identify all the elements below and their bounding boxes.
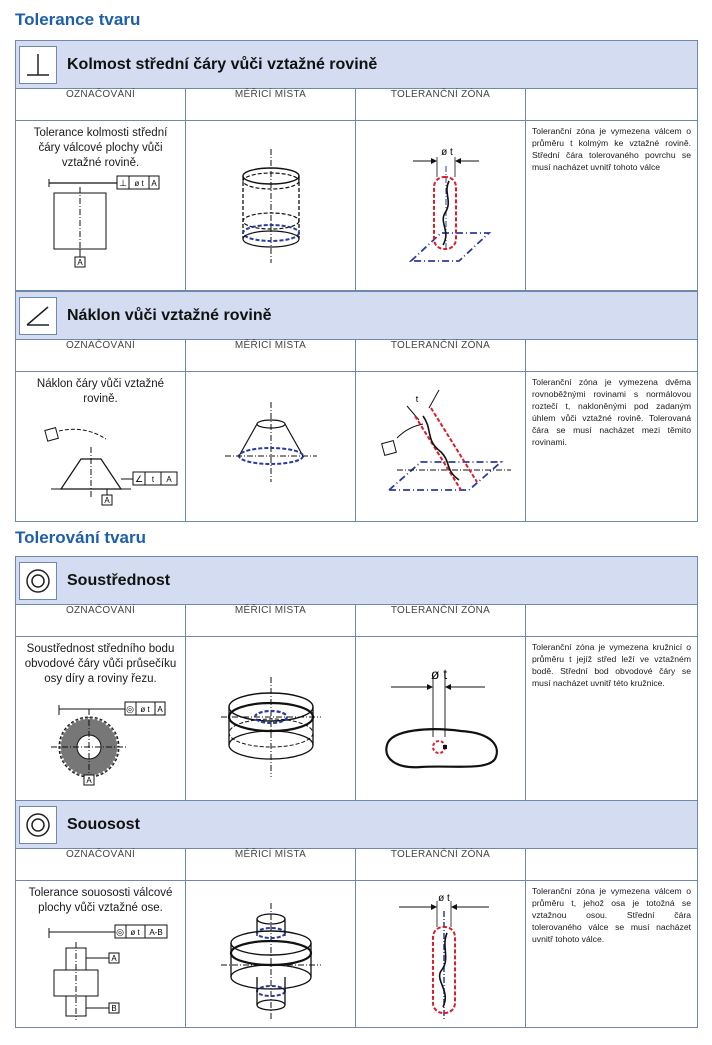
- tolerance-block-concentricity: Soustřednost OZNAČOVÁNÍ MĚŘICÍ MÍSTA TOL…: [15, 556, 698, 801]
- column-header-measuring-points: MĚŘICÍ MÍSTA: [185, 339, 356, 372]
- marking-diagram: ◎ ø t A-B A B: [48, 924, 167, 1020]
- column-header-tolerance-zone: TOLERANČNÍ ZÓNA: [355, 339, 526, 372]
- frame-datum: A: [157, 705, 163, 714]
- frame-value: t: [151, 475, 154, 484]
- column-header-measuring-points: MĚŘICÍ MÍSTA: [185, 88, 356, 121]
- block-title: Náklon vůči vztažné rovině: [67, 306, 272, 324]
- datum-label: A: [111, 954, 117, 963]
- marking-diagram: ∠ t A A: [43, 427, 177, 506]
- tolerance-zone-diagram: ø t: [384, 666, 498, 769]
- zone-description: Toleranční zóna je vymezena kružnicí o p…: [532, 642, 691, 688]
- tolerance-block-angularity: Náklon vůči vztažné rovině OZNAČOVÁNÍ MĚ…: [14, 291, 699, 522]
- frame-datum: A: [151, 179, 157, 188]
- perpendicularity-icon: [19, 45, 57, 84]
- frame-value: ø t: [140, 705, 150, 714]
- measuring-points-cone: [224, 402, 317, 482]
- angularity-icon: [19, 296, 57, 335]
- section-title: Tolerování tvaru: [15, 528, 146, 547]
- column-header-measuring-points: MĚŘICÍ MÍSTA: [185, 848, 356, 881]
- frame-value: ø t: [134, 179, 144, 188]
- column-header-marking: OZNAČOVÁNÍ: [15, 88, 186, 121]
- zone-label: t: [415, 394, 418, 404]
- zone-description: Toleranční zóna je vymezena válcem o prů…: [532, 886, 692, 944]
- tolerance-block-perpendicularity: Kolmost střední čáry vůči vztažné rovině…: [14, 40, 699, 291]
- frame-datum: A-B: [149, 928, 162, 937]
- column-header-tolerance-zone: TOLERANČNÍ ZÓNA: [355, 848, 526, 881]
- frame-datum: A: [166, 475, 172, 484]
- marking-caption: Soustřednost středního bodu obvodové čár…: [24, 643, 177, 685]
- zone-label: ø t: [441, 147, 453, 158]
- datum-label: A: [77, 258, 83, 267]
- tolerance-zone-diagram: t: [380, 389, 511, 491]
- block-title: Soustřednost: [67, 571, 171, 589]
- datum-label-b: B: [111, 1004, 116, 1013]
- column-header-tolerance-zone: TOLERANČNÍ ZÓNA: [355, 604, 526, 637]
- tolerance-zone-diagram: ø t: [398, 893, 489, 1021]
- marking-caption: Náklon čáry vůči vztažné rovině.: [36, 378, 165, 405]
- coaxiality-icon: [19, 805, 57, 844]
- marking-caption: Tolerance kolmosti střední čáry válcové …: [33, 127, 168, 169]
- frame-value: ø t: [130, 928, 140, 937]
- zone-description: Toleranční zóna je vymezena dvěma rovnob…: [532, 377, 692, 447]
- column-header-marking: OZNAČOVÁNÍ: [15, 604, 186, 637]
- frame-symbol: ◎: [126, 704, 134, 714]
- column-header-tolerance-zone: TOLERANČNÍ ZÓNA: [355, 88, 526, 121]
- tolerance-block-coaxiality: Souosost OZNAČOVÁNÍ MĚŘICÍ MÍSTA TOLERAN…: [14, 800, 699, 1028]
- column-header-marking: OZNAČOVÁNÍ: [15, 339, 186, 372]
- datum-label: A: [86, 776, 92, 785]
- zone-label: ø t: [438, 893, 450, 904]
- section-title: Tolerance tvaru: [15, 10, 141, 29]
- column-header-marking: OZNAČOVÁNÍ: [15, 848, 186, 881]
- datum-label: A: [104, 496, 110, 505]
- block-title: Kolmost střední čáry vůči vztažné rovině: [67, 55, 378, 73]
- marking-diagram: ◎ ø t A A: [50, 701, 165, 786]
- column-header-measuring-points: MĚŘICÍ MÍSTA: [185, 604, 356, 637]
- marking-caption: Tolerance souososti válcové plochy vůči …: [28, 887, 173, 914]
- measuring-points-ring: [220, 677, 321, 777]
- zone-label: ø t: [430, 666, 446, 682]
- measuring-points-shaft: [220, 903, 321, 1021]
- measuring-points-cylinder: [241, 149, 300, 263]
- tolerance-zone-diagram: ø t: [408, 147, 491, 262]
- block-title: Souosost: [67, 815, 140, 833]
- frame-symbol: ◎: [116, 927, 124, 937]
- frame-symbol: ∠: [134, 474, 142, 484]
- marking-diagram: ⊥ ø t A A: [48, 175, 159, 268]
- zone-description: Toleranční zóna je vymezena válcem o prů…: [532, 126, 692, 172]
- concentricity-icon: [19, 561, 57, 600]
- frame-symbol: ⊥: [119, 178, 127, 188]
